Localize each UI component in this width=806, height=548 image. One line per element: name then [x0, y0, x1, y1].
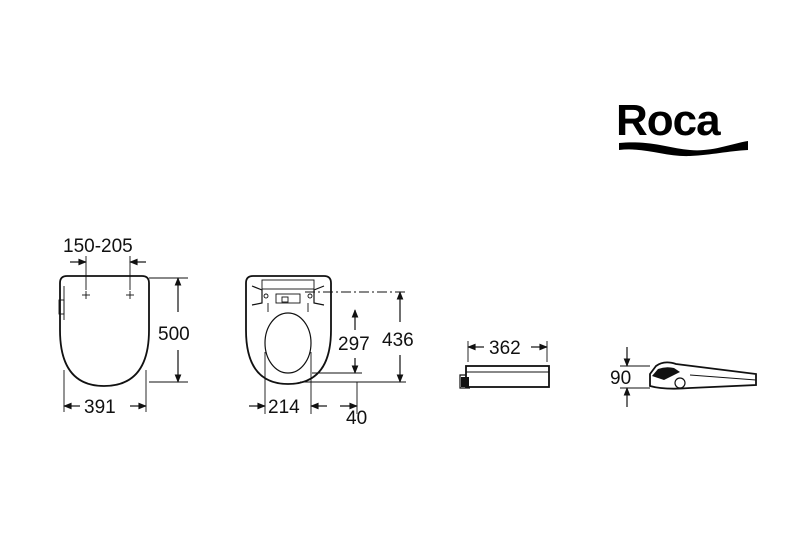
- dim-hinge-spacing: 150-205: [63, 236, 133, 257]
- underside-view: 214 297 436 40: [245, 275, 414, 429]
- roca-logo: Roca: [616, 96, 748, 157]
- dim-opening-length: 297: [338, 334, 370, 355]
- dim-profile-height: 90: [610, 368, 631, 389]
- dim-opening-width: 214: [268, 397, 300, 418]
- seat-opening: [264, 312, 312, 374]
- dim-side-width: 362: [489, 338, 521, 359]
- logo-wordmark: Roca: [616, 96, 721, 145]
- side-body: [465, 365, 550, 388]
- front-view: 150-205 391 500: [58, 236, 190, 418]
- dim-width: 391: [84, 397, 116, 418]
- side-view: 362: [459, 338, 550, 389]
- dim-fixing-to-front: 436: [382, 330, 414, 351]
- dim-rear-offset: 40: [346, 408, 367, 429]
- seat-outline: [59, 275, 150, 387]
- logo-wave-icon: [619, 141, 748, 157]
- profile-body: [649, 361, 757, 390]
- profile-view: 90: [610, 347, 757, 407]
- dim-length: 500: [158, 324, 190, 345]
- hinge-mark-right: [126, 291, 134, 299]
- hinge-mechanism: [251, 279, 325, 312]
- hinge-mark-left: [82, 291, 90, 299]
